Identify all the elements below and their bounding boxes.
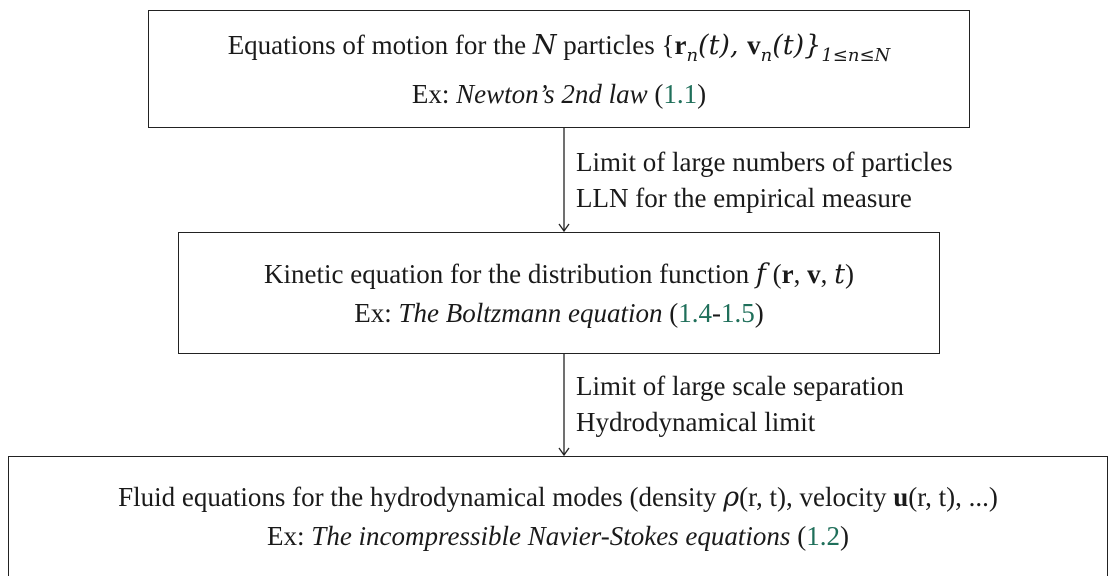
box1-line1: Equations of motion for the N particles … xyxy=(228,26,891,75)
arrow-1-label-line1: Limit of large numbers of particles xyxy=(576,147,953,177)
box2-ref-link-a[interactable]: 1.4 xyxy=(678,297,712,328)
box2-comma-2: , xyxy=(820,258,835,289)
box1-set-subscript: 1≤n≤N xyxy=(821,44,891,66)
box2-paren-open: ( xyxy=(765,258,782,289)
box2-ref-paren-close: ) xyxy=(754,297,764,328)
box1-example-name: Newton’s 2nd law xyxy=(456,78,648,109)
arrow-1-head xyxy=(558,223,570,233)
box2-ref-paren-open: ( xyxy=(662,297,679,328)
box2-line2: Ex: The Boltzmann equation (1.4-1.5) xyxy=(354,294,764,332)
box2-var-f: f xyxy=(755,258,766,290)
box3-line2: Ex: The incompressible Navier-Stokes equ… xyxy=(267,517,849,555)
box1-var-N: N xyxy=(532,29,557,61)
box1-brace-open: { xyxy=(661,29,675,60)
box-kinetic-equation: Kinetic equation for the distribution fu… xyxy=(178,232,940,354)
box1-paren-close: ) xyxy=(697,78,707,109)
box3-text-ellipsis: , ...) xyxy=(955,482,998,512)
box2-bold-r: r xyxy=(781,258,794,289)
arrow-2-label: Limit of large scale separation Hydrodyn… xyxy=(576,368,904,440)
box1-ex-label: Ex: xyxy=(411,78,457,109)
box1-text: Equations of motion for the xyxy=(227,29,533,60)
box3-bold-u: u xyxy=(893,482,909,512)
box1-sub-n-2: n xyxy=(760,44,773,66)
box2-comma-1: , xyxy=(793,258,808,289)
box1-arg-t: (t), xyxy=(698,29,748,61)
box3-text: Fluid equations for the hydrodynamical m… xyxy=(118,482,724,512)
box3-paren-close: ) xyxy=(839,521,849,551)
box2-ex-label: Ex: xyxy=(354,297,399,328)
box3-var-rho: ρ xyxy=(723,482,740,513)
box1-arg-t-close: (t)} xyxy=(772,29,822,61)
box2-ref-dash: - xyxy=(712,297,721,328)
box1-text-particles: particles xyxy=(556,29,662,60)
box3-u-args: (r, t) xyxy=(908,482,956,512)
box1-sub-n: n xyxy=(686,44,699,66)
box1-bold-r: r xyxy=(674,29,687,60)
box2-line1: Kinetic equation for the distribution fu… xyxy=(264,255,854,294)
box1-ref-link[interactable]: 1.1 xyxy=(663,78,698,109)
box1-bold-v: v xyxy=(747,29,761,60)
box3-text-velocity: , velocity xyxy=(786,482,894,512)
box1-line2: Ex: Newton’s 2nd law (1.1) xyxy=(412,75,706,113)
arrow-2-label-line1: Limit of large scale separation xyxy=(576,371,904,401)
box2-text: Kinetic equation for the distribution fu… xyxy=(264,258,756,289)
box2-bold-v: v xyxy=(807,258,821,289)
box3-example-name: The incompressible Navier-Stokes equatio… xyxy=(311,521,791,551)
box1-paren-open: ( xyxy=(647,78,664,109)
box2-paren-close: ) xyxy=(845,258,854,289)
box-equations-of-motion: Equations of motion for the N particles … xyxy=(148,10,970,128)
box2-example-name: The Boltzmann equation xyxy=(398,297,663,328)
arrow-2-label-line2: Hydrodynamical limit xyxy=(576,407,816,437)
box3-ref-link[interactable]: 1.2 xyxy=(806,521,840,551)
box3-paren-open: ( xyxy=(790,521,807,551)
box2-var-t: t xyxy=(834,258,845,290)
box-fluid-equations: Fluid equations for the hydrodynamical m… xyxy=(8,456,1108,576)
arrow-2-head xyxy=(558,447,570,457)
box3-rho-args: (r, t) xyxy=(739,482,786,512)
box2-ref-link-b[interactable]: 1.5 xyxy=(721,297,755,328)
arrow-1-label-line2: LLN for the empirical measure xyxy=(576,183,912,213)
arrow-1-label: Limit of large numbers of particles LLN … xyxy=(576,144,953,216)
box3-ex-label: Ex: xyxy=(267,521,312,551)
box3-line1: Fluid equations for the hydrodynamical m… xyxy=(118,478,998,517)
